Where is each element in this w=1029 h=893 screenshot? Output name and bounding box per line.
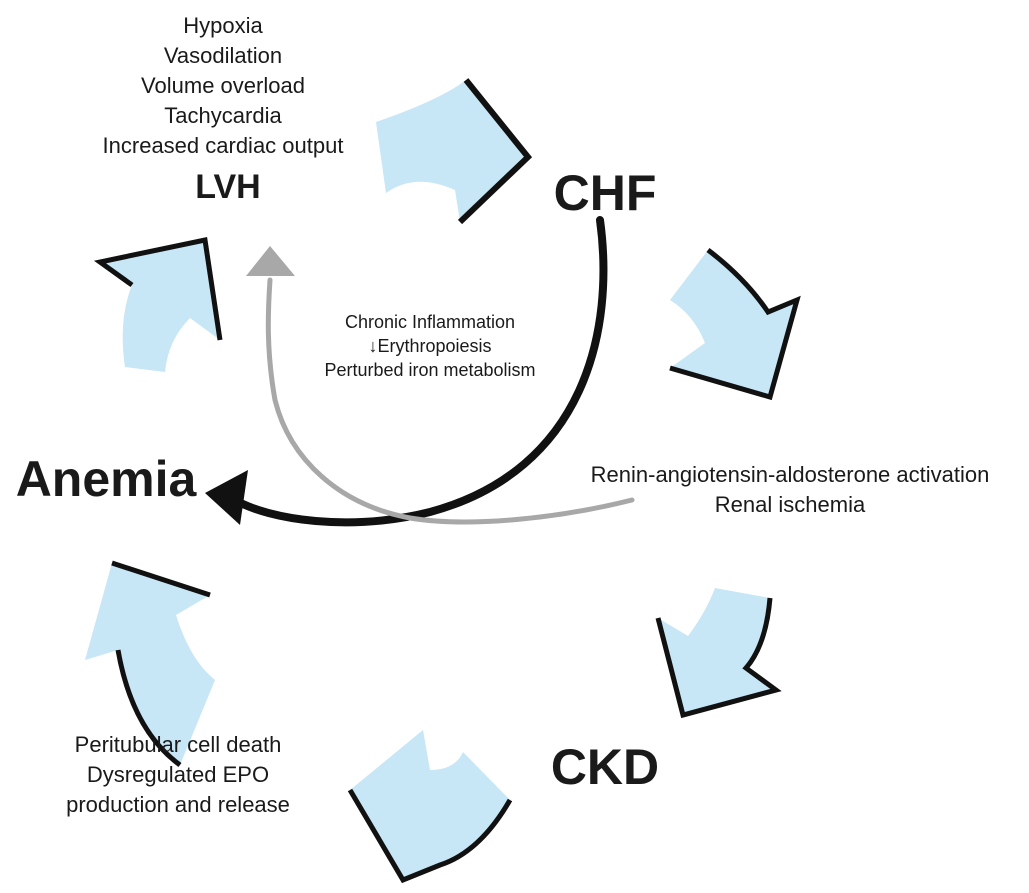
- ckd-factor-list: Peritubular cell death Dysregulated EPO …: [66, 732, 290, 817]
- factor-item: Renin-angiotensin-aldosterone activation: [591, 462, 990, 487]
- renal-factor-list: Renin-angiotensin-aldosterone activation…: [591, 462, 990, 517]
- node-lvh: LVH: [195, 168, 260, 206]
- factor-item: Peritubular cell death: [75, 732, 282, 757]
- cycle-arrow-lvh-to-chf: [376, 78, 533, 225]
- chf-to-anemia-arrow: [205, 216, 608, 527]
- cycle-arrow-chf-to-ckd: [669, 248, 801, 401]
- factor-item: Perturbed iron metabolism: [324, 360, 535, 380]
- arrowhead-icon: [246, 246, 295, 276]
- factor-item: ↓Erythropoiesis: [368, 336, 491, 356]
- cycle-arrow-ckd-to-anemia-upper: [85, 560, 215, 768]
- factor-item: production and release: [66, 792, 290, 817]
- factor-item: Renal ischemia: [715, 492, 866, 517]
- arrowhead-icon: [205, 470, 248, 525]
- factor-item: Dysregulated EPO: [87, 762, 269, 787]
- factor-item: Hypoxia: [183, 13, 263, 38]
- factor-item: Volume overload: [141, 73, 305, 98]
- cycle-arrow-anemia-to-lvh: [93, 237, 223, 372]
- renal-to-lvh-arrow: [246, 246, 635, 525]
- factor-item: Increased cardiac output: [103, 133, 344, 158]
- cycle-arrow-to-ckd: [655, 588, 782, 719]
- node-chf: CHF: [554, 165, 657, 221]
- node-anemia: Anemia: [16, 451, 198, 507]
- lvh-factor-list: Hypoxia Vasodilation Volume overload Tac…: [103, 13, 344, 158]
- cycle-arrow-ckd-to-anemia: [347, 730, 513, 884]
- factor-item: Vasodilation: [164, 43, 282, 68]
- node-ckd: CKD: [551, 739, 659, 795]
- center-factor-list: Chronic Inflammation ↓Erythropoiesis Per…: [324, 312, 535, 380]
- factor-item: Chronic Inflammation: [345, 312, 515, 332]
- factor-item: Tachycardia: [164, 103, 282, 128]
